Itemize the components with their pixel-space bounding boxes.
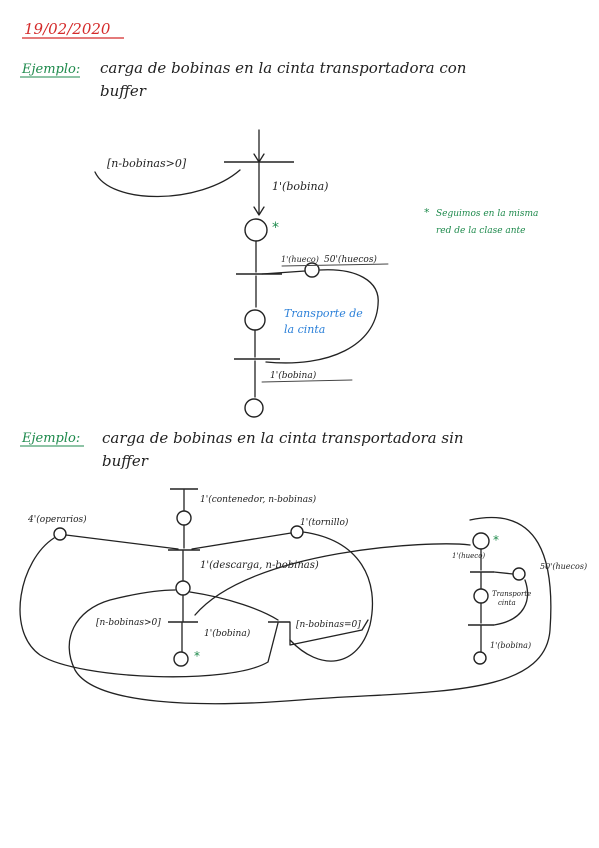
- ex2-tornillo-return-loop: [289, 531, 374, 662]
- ex2r-huecos-arc: [493, 571, 514, 575]
- example2-title-line2: buffer: [102, 452, 149, 470]
- ex2r-place-huecos: [512, 567, 526, 581]
- ex2-descarga-label: 1'(descarga, n-bobinas): [200, 560, 319, 571]
- ex2-operarios-to-t2: [65, 534, 179, 550]
- ex1-arc-arrowhead: [253, 206, 265, 216]
- ex2-cross-loop-right: [68, 516, 552, 705]
- ex1-arc-bottom-label: 1'(bobina): [270, 370, 317, 381]
- ex1-huecos-label: 50'(huecos): [324, 254, 377, 265]
- note-line1: Seguimos en la misma: [436, 209, 538, 219]
- ex1-transporte-line1: Transporte de: [284, 307, 363, 320]
- ex1-hueco-arc: [261, 270, 306, 275]
- ex2r-transporte-line1: Transporte: [492, 590, 531, 598]
- ex2r-place-bobinas: [472, 532, 490, 550]
- ex1-arc-top-label: 1'(bobina): [272, 180, 328, 193]
- ex1-huecos-underline: [281, 263, 389, 267]
- ex2-place-contenedor: [176, 510, 192, 526]
- ex2-bobina-label: 1'(bobina): [204, 628, 251, 639]
- ex2-guard-right: [n-bobinas=0]: [296, 620, 361, 630]
- example2-title-line1: carga de bobinas en la cinta transportad…: [102, 429, 464, 447]
- ex1-place-transporte: [244, 309, 266, 331]
- ex2r-huecos-label: 50'(huecos): [540, 562, 587, 571]
- ex2-place-descarga: [175, 580, 191, 596]
- ex2-place-tornillo: [290, 525, 304, 539]
- note-star: *: [424, 206, 430, 219]
- example1-title-line1: carga de bobinas en la cinta transportad…: [100, 59, 466, 77]
- ex2-guard-left: [n-bobinas>0]: [96, 618, 161, 628]
- ex1-arc-bottom-underline: [261, 379, 353, 383]
- note-line2: red de la clase ante: [436, 226, 526, 236]
- ex2-contenedor-label: 1'(contenedor, n-bobinas): [200, 494, 317, 505]
- ex2r-place-transporte: [473, 588, 489, 604]
- ex2r-hueco-label: 1'(hueco): [452, 552, 485, 560]
- example2-label: Ejemplo:: [21, 431, 80, 446]
- example1-title-line2: buffer: [100, 82, 147, 100]
- example1-label: Ejemplo:: [21, 62, 80, 77]
- ex1-return-loop: [265, 269, 379, 364]
- ex2-place-bobinas-out: [173, 651, 189, 667]
- ex1-hueco-label: 1'(hueco): [281, 255, 319, 264]
- ex1-guard: [n-bobinas>0]: [107, 157, 187, 170]
- ex1-place-huecos: [304, 262, 320, 278]
- ex2-operarios-label: 4'(operarios): [27, 514, 87, 525]
- ex2-t4-bracket: [289, 619, 369, 646]
- ex2r-huecos-return: [493, 579, 529, 626]
- ex2r-transporte-line2: cinta: [498, 599, 516, 607]
- ex1-place-star: *: [272, 220, 279, 236]
- ex2-place-operarios: [53, 527, 67, 541]
- ex2-cross-loop-left: [194, 543, 471, 616]
- ex2r-place-output: [473, 651, 487, 665]
- ex1-place-bobinas: [244, 218, 268, 242]
- ex2r-bobina-label: 1'(bobina): [490, 641, 531, 650]
- ex1-transporte-line2: la cinta: [284, 323, 325, 336]
- ex2-p2-to-t4: [189, 591, 279, 621]
- ex2-star: *: [194, 649, 200, 663]
- ex2-tornillo-to-t2: [191, 532, 292, 550]
- date-heading: 19/02/2020: [24, 20, 111, 38]
- ex2r-star: *: [493, 533, 499, 547]
- ex2-operarios-return-loop: [19, 537, 279, 678]
- ex1-guard-curve: [94, 169, 241, 198]
- ex2-tornillo-label: 1'(tornillo): [300, 517, 349, 528]
- ex1-place-output: [244, 398, 264, 418]
